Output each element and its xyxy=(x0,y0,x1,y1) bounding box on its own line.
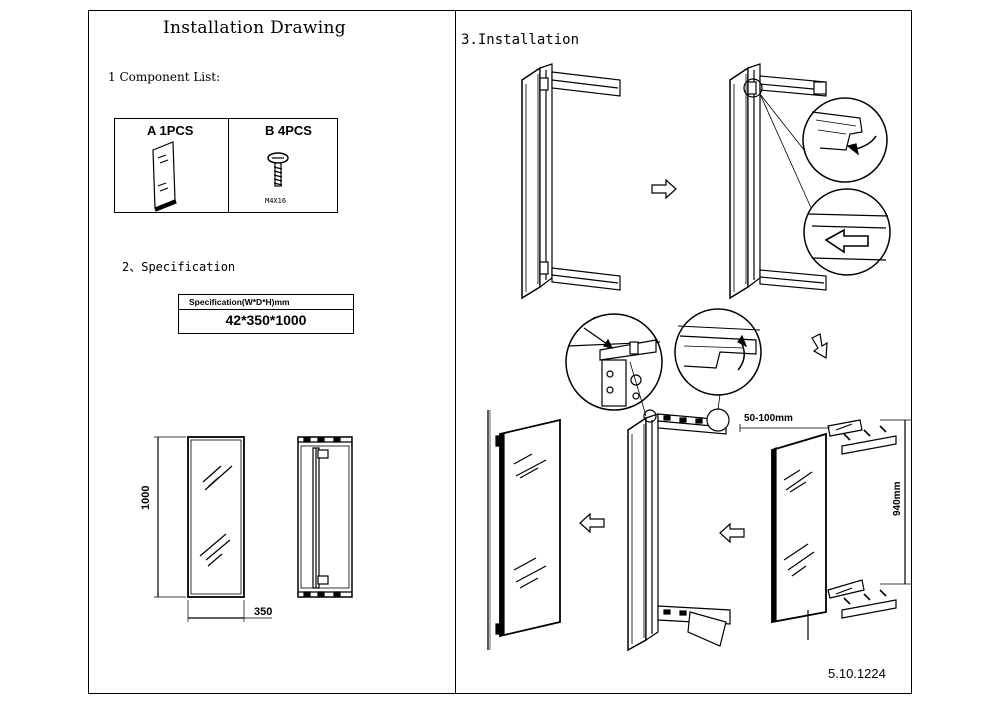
specification-heading: 2、Specification xyxy=(122,260,236,274)
specification-header: Specification(W*D*H)mm xyxy=(179,295,353,310)
specification-value: 42*350*1000 xyxy=(225,312,307,328)
cabinet-frame-step2 xyxy=(729,63,827,300)
front-view-drawing xyxy=(154,436,272,622)
installed-door-final xyxy=(487,410,561,650)
component-list-heading: 1 Component List: xyxy=(108,70,221,84)
detail-circle-bracket xyxy=(565,313,663,411)
gap-dimension: 50-100mm xyxy=(744,413,793,424)
arrow-left-icon xyxy=(579,512,605,534)
screw-size-label: M4X16 xyxy=(265,197,287,205)
door-assembly-step4 xyxy=(739,419,912,640)
cabinet-frame-step3 xyxy=(627,361,731,652)
component-a-label: A 1PCS xyxy=(147,123,194,138)
detail-circle-rail-clip xyxy=(802,97,888,183)
component-a-door-panel xyxy=(152,141,177,212)
component-b-label: B 4PCS xyxy=(265,123,312,138)
screw-icon xyxy=(267,152,289,187)
page-divider xyxy=(455,10,456,694)
cabinet-frame-step1 xyxy=(521,63,621,300)
side-view-drawing xyxy=(297,436,353,598)
arrow-down-icon xyxy=(811,333,828,360)
drawing-border xyxy=(88,10,912,694)
document-number: 5.10.1224 xyxy=(828,666,886,681)
detail-circle-rail-slide xyxy=(803,188,891,276)
specification-table: Specification(W*D*H)mm 42*350*1000 xyxy=(178,294,354,334)
arrow-left-icon xyxy=(719,522,745,544)
depth-dimension: 350 xyxy=(254,606,273,618)
detail-circle-rail-rotate xyxy=(674,308,762,396)
component-table: A 1PCS B 4PCS M4X16 xyxy=(114,118,338,213)
arrow-right-icon xyxy=(651,178,677,200)
installation-heading: 3.Installation xyxy=(461,32,580,48)
drawing-title: Installation Drawing xyxy=(163,18,346,38)
